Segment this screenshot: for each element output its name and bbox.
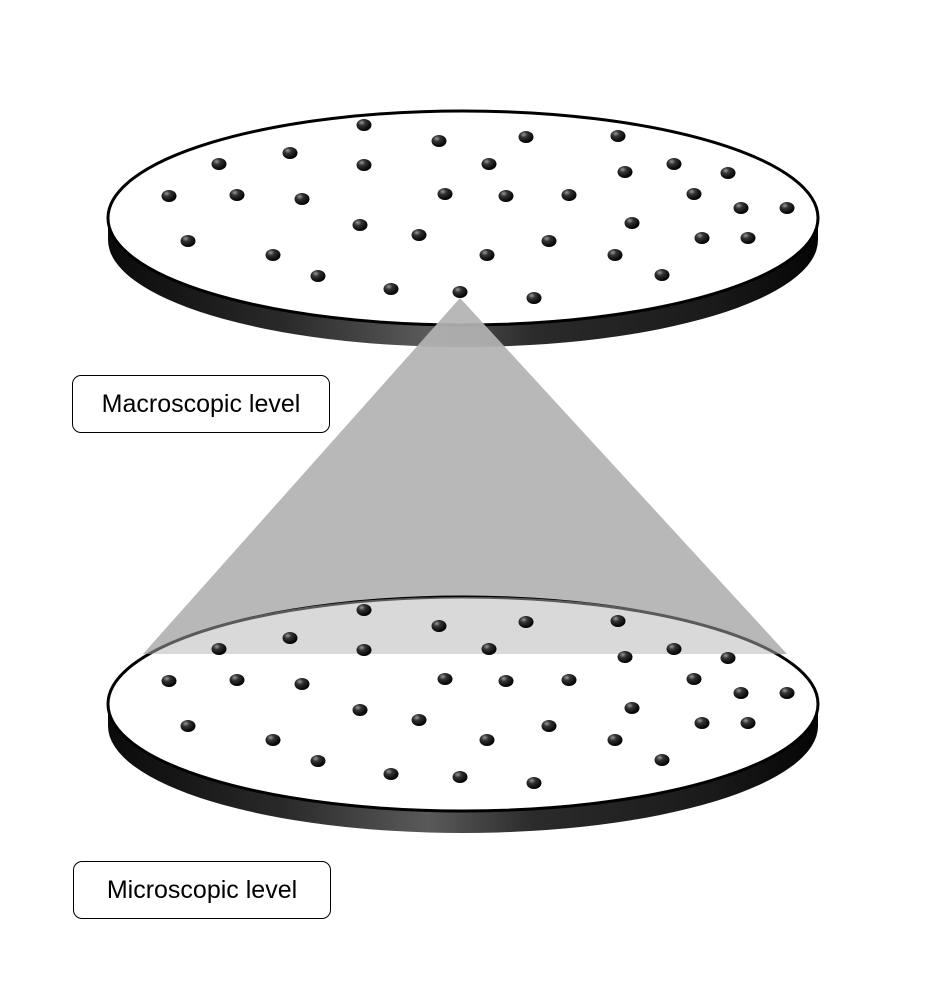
particle-dot	[452, 771, 468, 783]
particle-dot	[720, 652, 736, 664]
particle-dot	[498, 675, 514, 687]
particle-dot	[481, 643, 497, 655]
particle-dot	[211, 158, 227, 170]
particle-dot	[180, 720, 196, 732]
particle-dot	[481, 158, 497, 170]
particle-dot	[686, 188, 702, 200]
particle-dot	[437, 188, 453, 200]
particle-dot	[733, 687, 749, 699]
particle-dot	[779, 687, 795, 699]
macroscopic-disk-rim	[108, 218, 818, 347]
particle-dot	[282, 632, 298, 644]
particle-dot	[383, 283, 399, 295]
particle-dot	[411, 714, 427, 726]
particle-dot	[607, 734, 623, 746]
particle-dot	[229, 189, 245, 201]
particle-dot	[779, 202, 795, 214]
particle-dot	[610, 130, 626, 142]
cone-overlay	[143, 596, 787, 654]
particle-dot	[686, 673, 702, 685]
particle-dot	[294, 678, 310, 690]
microscopic-disk	[106, 595, 820, 833]
particle-dot	[452, 286, 468, 298]
particle-dot	[740, 717, 756, 729]
particle-dot	[356, 604, 372, 616]
particle-dot	[498, 190, 514, 202]
particle-dot	[694, 232, 710, 244]
particle-dot	[437, 673, 453, 685]
particle-dot	[161, 675, 177, 687]
particle-dot	[356, 644, 372, 656]
particle-dot	[229, 674, 245, 686]
particle-dot	[624, 702, 640, 714]
particle-dot	[352, 704, 368, 716]
particle-dot	[617, 166, 633, 178]
particle-dot	[654, 269, 670, 281]
particle-dot	[518, 616, 534, 628]
particle-dot	[411, 229, 427, 241]
particle-dot	[733, 202, 749, 214]
particle-dot	[720, 167, 736, 179]
particle-dot	[356, 119, 372, 131]
particle-dot	[526, 292, 542, 304]
particle-dot	[211, 643, 227, 655]
particle-dot	[282, 147, 298, 159]
particle-dot	[265, 734, 281, 746]
particle-dot	[479, 249, 495, 261]
particle-dot	[561, 674, 577, 686]
particle-dot	[431, 135, 447, 147]
particle-dot	[431, 620, 447, 632]
particle-dot	[352, 219, 368, 231]
particle-dot	[518, 131, 534, 143]
particle-dot	[356, 159, 372, 171]
particle-dot	[541, 235, 557, 247]
particle-dot	[180, 235, 196, 247]
particle-dot	[607, 249, 623, 261]
particle-dot	[666, 158, 682, 170]
particle-dot	[383, 768, 399, 780]
particle-dot	[561, 189, 577, 201]
particle-dot	[610, 615, 626, 627]
particle-dot	[526, 777, 542, 789]
particle-dot	[310, 270, 326, 282]
macroscopic-particles	[161, 119, 795, 304]
particle-dot	[694, 717, 710, 729]
particle-dot	[265, 249, 281, 261]
particle-dot	[479, 734, 495, 746]
microscopic-particles	[161, 604, 795, 789]
particle-dot	[740, 232, 756, 244]
particle-dot	[654, 754, 670, 766]
particle-dot	[541, 720, 557, 732]
particle-dot	[624, 217, 640, 229]
zoom-cone	[143, 298, 787, 654]
particle-dot	[161, 190, 177, 202]
macroscopic-level-label: Macroscopic level	[72, 375, 330, 433]
particle-dot	[294, 193, 310, 205]
macroscopic-disk	[106, 109, 820, 347]
particle-dot	[617, 651, 633, 663]
microscopic-level-label: Microscopic level	[73, 861, 331, 919]
particle-dot	[666, 643, 682, 655]
microscopic-disk-rim	[108, 704, 818, 833]
particle-dot	[310, 755, 326, 767]
